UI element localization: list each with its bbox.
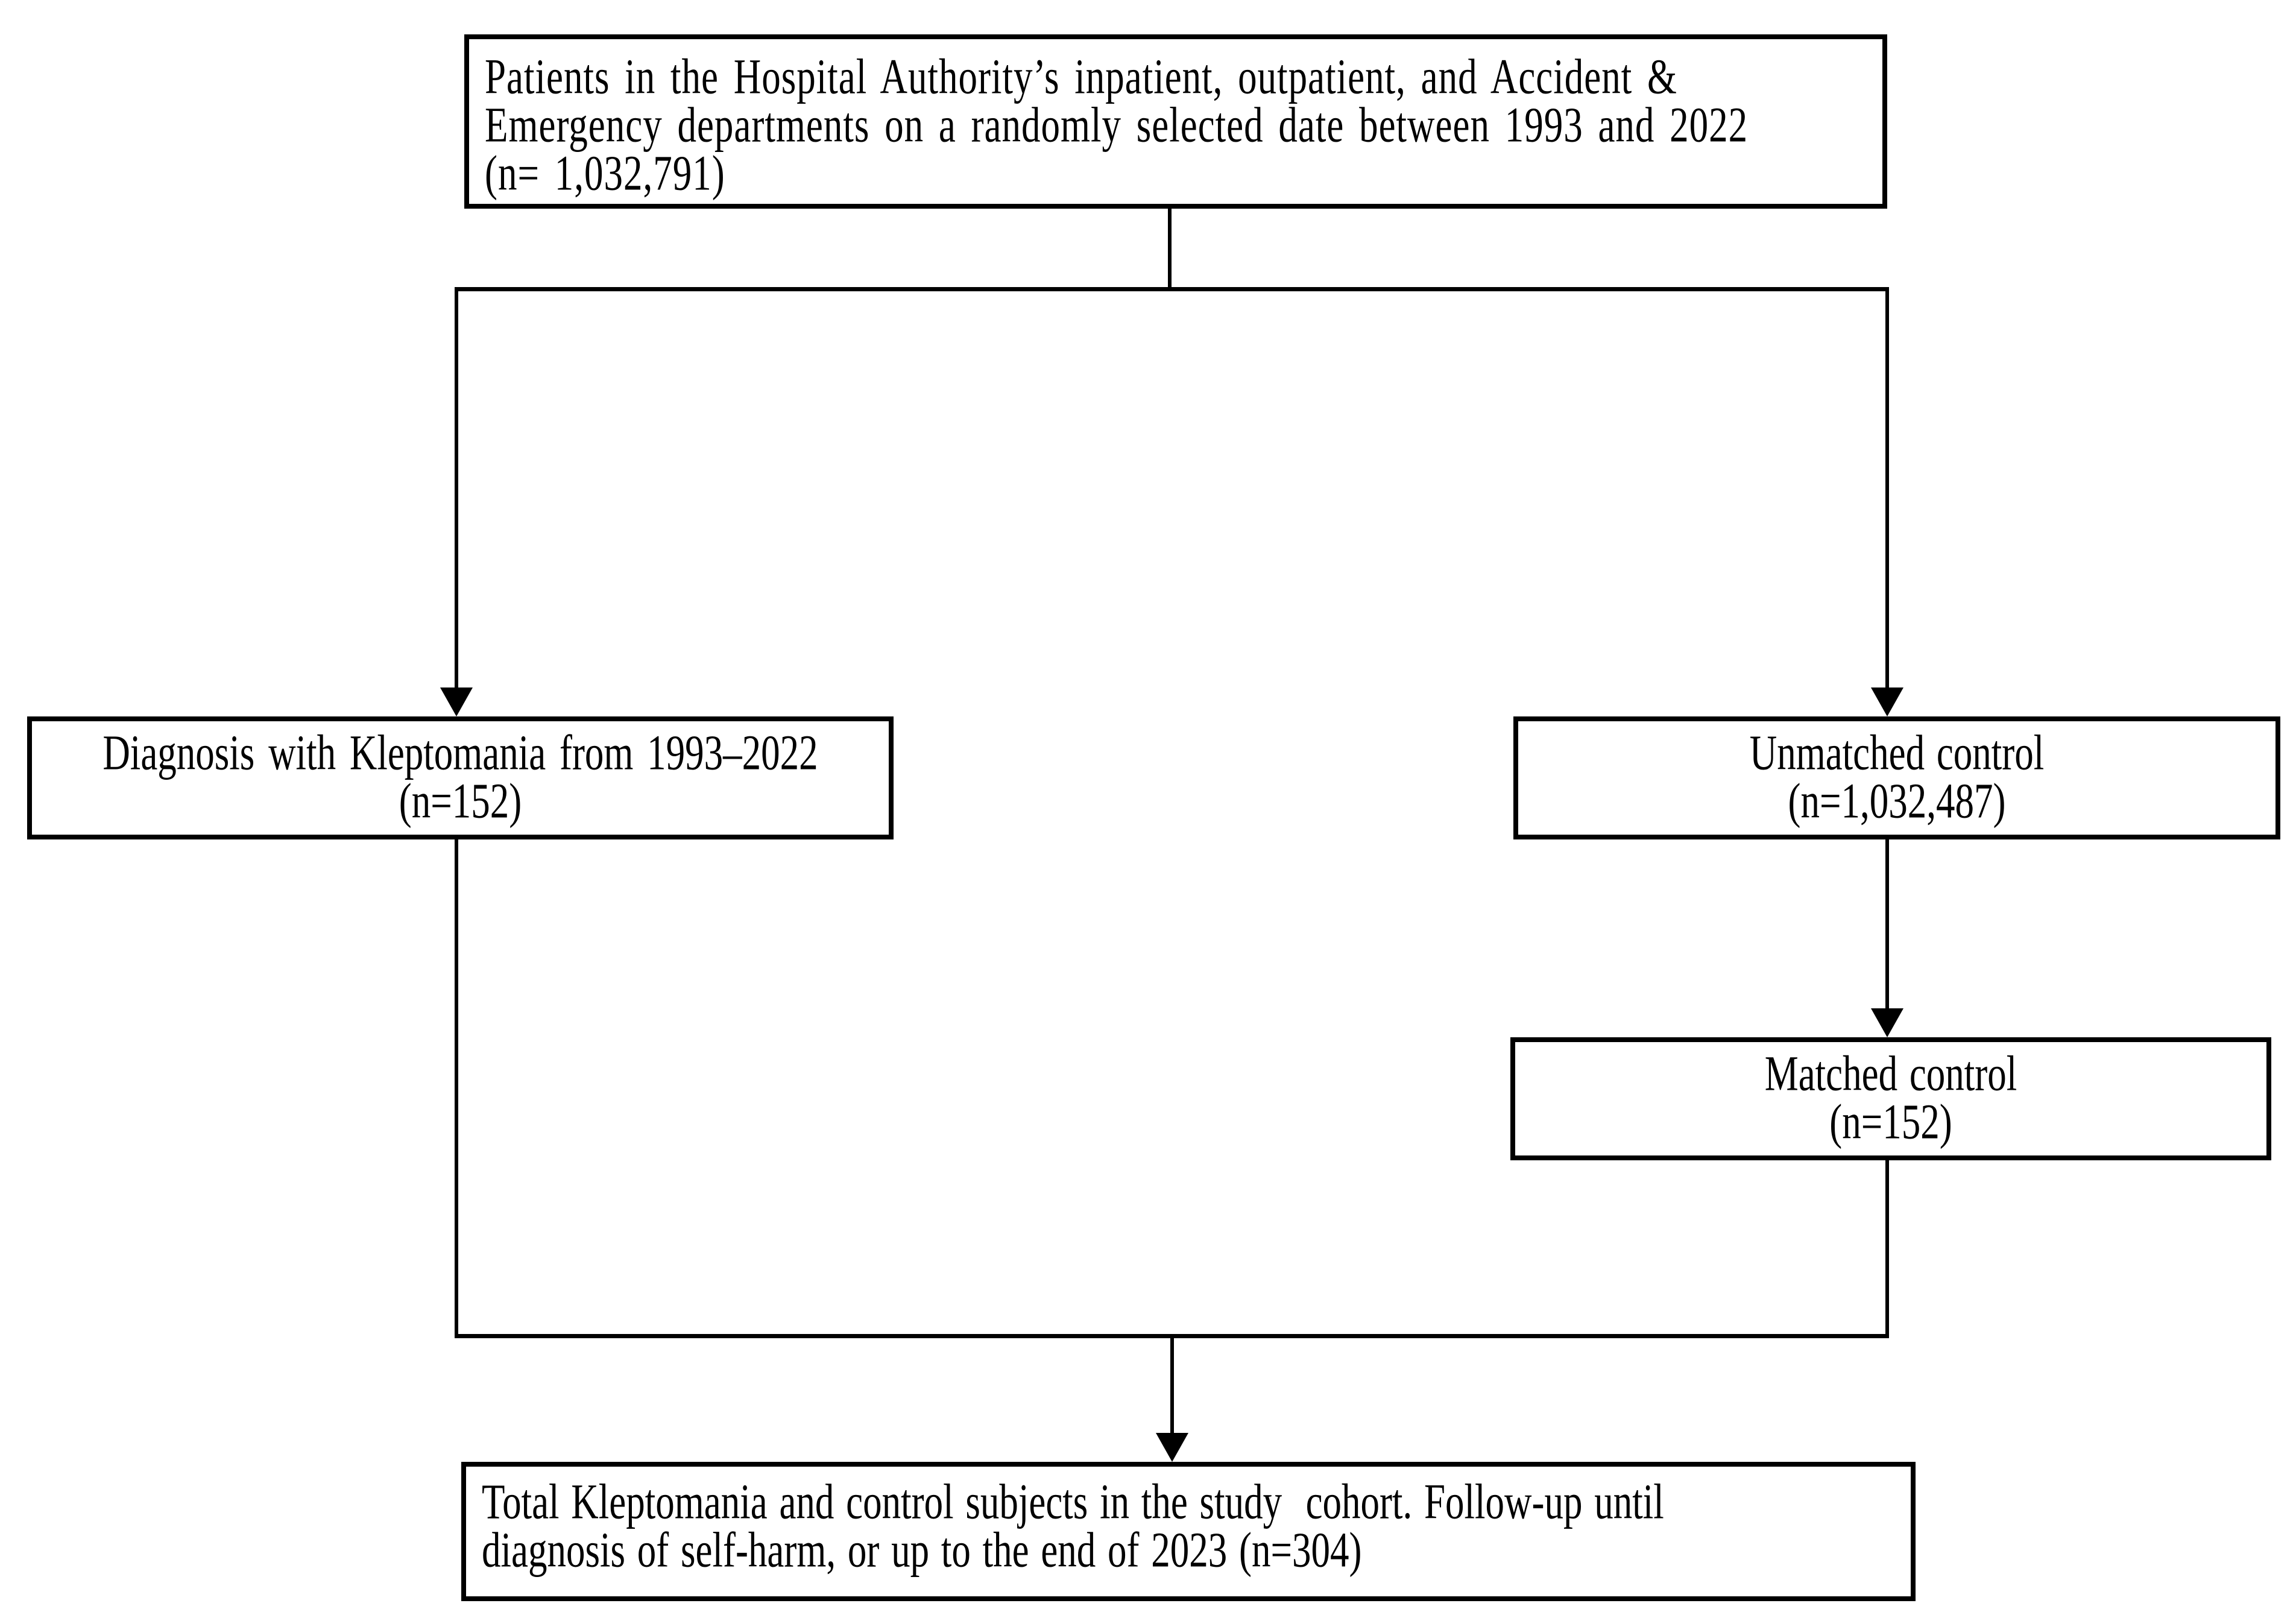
node-text-line: Emergency departments on a randomly sele… <box>485 96 1749 153</box>
connector-split-line <box>455 287 1889 291</box>
connector-left-branch <box>455 287 458 690</box>
node-text-line: (n=1,032,487) <box>1788 773 2006 829</box>
node-text-line: Total Kleptomania and control subjects i… <box>482 1473 1664 1530</box>
node-text-line: Matched control <box>1764 1045 2017 1102</box>
arrowhead-down-icon <box>1871 687 1903 716</box>
node-kleptomania-diagnosis: Diagnosis with Kleptomania from 1993–202… <box>27 716 894 839</box>
node-text-line: Patients in the Hospital Authority’s inp… <box>485 48 1677 105</box>
node-text-line: Unmatched control <box>1749 724 2045 781</box>
node-text-line: (n=152) <box>1829 1093 1952 1150</box>
arrowhead-down-icon <box>440 687 473 716</box>
connector-kleptomania-to-collector <box>455 839 458 1336</box>
node-unmatched-control: Unmatched control (n=1,032,487) <box>1513 716 2280 839</box>
connector-matched-to-collector <box>1885 1160 1889 1336</box>
node-text-line: (n= 1,032,791) <box>485 145 725 201</box>
connector-right-branch <box>1885 287 1889 690</box>
node-source-population: Patients in the Hospital Authority’s inp… <box>464 34 1887 209</box>
connector-total-stem <box>1170 1336 1174 1436</box>
connector-unmatched-to-matched <box>1885 839 1889 1011</box>
connector-source-stem <box>1168 209 1172 291</box>
node-total-cohort: Total Kleptomania and control subjects i… <box>461 1462 1916 1601</box>
node-text-line: (n=152) <box>399 773 522 829</box>
arrowhead-down-icon <box>1871 1008 1903 1037</box>
node-text-line: diagnosis of self-harm, or up to the end… <box>482 1522 1362 1578</box>
node-text-line: Diagnosis with Kleptomania from 1993–202… <box>102 724 818 781</box>
arrowhead-down-icon <box>1156 1433 1188 1462</box>
node-matched-control: Matched control (n=152) <box>1510 1037 2271 1160</box>
